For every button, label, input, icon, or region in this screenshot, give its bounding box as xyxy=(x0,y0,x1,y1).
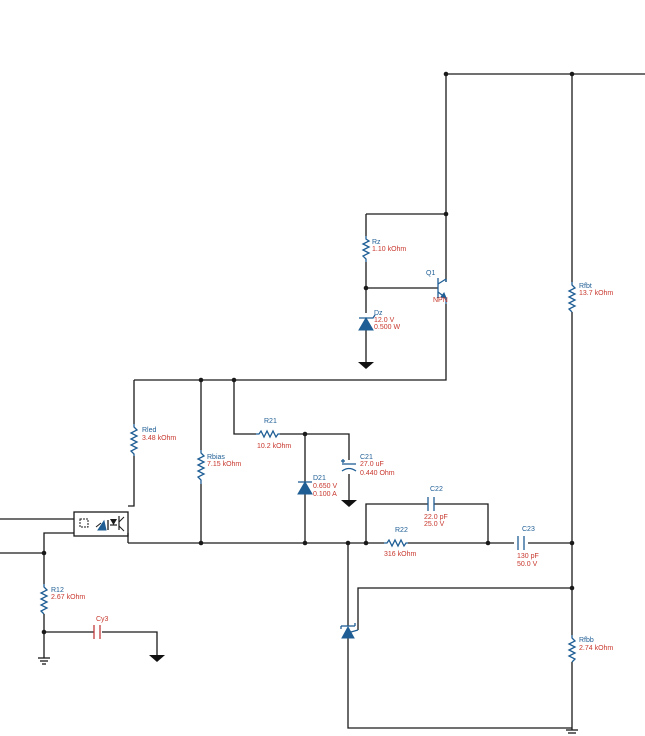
junction-dot xyxy=(363,285,369,291)
c21-value2: 0.440 Ohm xyxy=(360,470,395,477)
c23-value1: 130 pF xyxy=(517,553,539,560)
resistor-rfbb[interactable]: Rfbb 2.74 kOhm xyxy=(567,635,613,663)
rled-value: 3.48 kOhm xyxy=(142,435,176,442)
rz-value: 1.10 kOhm xyxy=(372,246,406,253)
junction-dot xyxy=(302,540,308,546)
transistor-q1[interactable]: Q1 NPN xyxy=(426,270,448,304)
resistor-r21[interactable]: R21 10.2 kOhm xyxy=(256,418,291,450)
q1-type: NPN xyxy=(433,297,448,304)
resistor-rfbt[interactable]: Rfbt 13.7 kOhm xyxy=(567,282,613,313)
c22-name: C22 xyxy=(430,486,443,493)
ground-icon xyxy=(358,362,374,369)
d21-name: D21 xyxy=(313,475,326,482)
rfbt-value: 13.7 kOhm xyxy=(579,290,613,297)
rbias-name: Rbias xyxy=(207,454,225,461)
junction-dots xyxy=(41,71,575,635)
c23-name: C23 xyxy=(522,526,535,533)
rbias-value: 7.15 kOhm xyxy=(207,461,241,468)
ground-icon xyxy=(341,500,357,507)
capacitor-c22[interactable]: C22 22.0 pF 25.0 V xyxy=(424,486,448,528)
ground-icon xyxy=(149,655,165,662)
dz-value2: 0.500 W xyxy=(374,324,400,331)
rfbb-value: 2.74 kOhm xyxy=(579,645,613,652)
r21-value: 10.2 kOhm xyxy=(257,443,291,450)
junction-dot xyxy=(41,550,47,556)
c21-name: C21 xyxy=(360,454,373,461)
junction-dot xyxy=(569,585,575,591)
junction-dot xyxy=(345,540,351,546)
wire-opto-in-bottom xyxy=(0,532,74,554)
junction-dot xyxy=(198,377,204,383)
resistor-rled[interactable]: Rled 3.48 kOhm xyxy=(129,424,176,456)
c21-value1: 27.0 uF xyxy=(360,461,384,468)
optocoupler[interactable] xyxy=(73,511,129,537)
wires xyxy=(0,73,645,730)
rfbb-name: Rfbb xyxy=(579,637,594,644)
ground-icon xyxy=(566,729,578,734)
junction-dot xyxy=(231,377,237,383)
zener-dz[interactable]: Dz 12.0 V 0.500 W xyxy=(358,310,400,331)
c22-value2: 25.0 V xyxy=(424,521,445,528)
resistor-rbias[interactable]: Rbias 7.15 kOhm xyxy=(196,450,241,484)
resistor-rz[interactable]: Rz 1.10 kOhm xyxy=(361,236,406,262)
r12-value: 2.67 kOhm xyxy=(51,594,85,601)
capacitor-c23[interactable]: C23 130 pF 50.0 V xyxy=(517,526,539,568)
junction-dot xyxy=(363,540,369,546)
wire-cy3 xyxy=(44,631,158,655)
junction-dot xyxy=(569,540,575,546)
dz-name: Dz xyxy=(374,310,383,317)
wire-tl431-top xyxy=(357,587,572,630)
dz-value1: 12.0 V xyxy=(374,317,395,324)
optocoupler-body xyxy=(73,511,129,537)
junction-dot xyxy=(41,629,47,635)
rled-name: Rled xyxy=(142,427,157,434)
diode-d21[interactable]: D21 0.650 V 0.100 A xyxy=(297,475,337,498)
c22-value1: 22.0 pF xyxy=(424,514,448,521)
rz-name: Rz xyxy=(372,239,381,246)
r21-name: R21 xyxy=(264,418,277,425)
wire-rled xyxy=(128,380,135,507)
junction-dot xyxy=(198,540,204,546)
ground-symbols xyxy=(38,362,578,734)
cy3-name: Cy3 xyxy=(96,616,109,623)
c23-value2: 50.0 V xyxy=(517,561,538,568)
r22-name: R22 xyxy=(395,527,408,534)
d21-value2: 0.100 A xyxy=(313,491,337,498)
d21-value1: 0.650 V xyxy=(313,483,337,490)
q1-name: Q1 xyxy=(426,270,435,277)
wire-q1-emitter xyxy=(134,304,447,381)
junction-dot xyxy=(485,540,491,546)
capacitor-cy3[interactable]: Cy3 xyxy=(93,616,109,639)
chassis-ground-icon xyxy=(38,657,50,665)
wire-c22-loop xyxy=(365,503,489,543)
junction-dot xyxy=(443,71,449,77)
resistor-r12[interactable]: R12 2.67 kOhm xyxy=(39,584,85,615)
resistor-r22[interactable]: R22 316 kOhm xyxy=(384,527,416,558)
capacitor-c21[interactable]: C21 27.0 uF 0.440 Ohm xyxy=(341,454,395,477)
junction-dot xyxy=(443,211,449,217)
junction-dot xyxy=(302,431,308,437)
shunt-regulator-tl431[interactable] xyxy=(340,623,359,639)
junction-dot xyxy=(569,71,575,77)
wire-tl431-anode xyxy=(347,638,572,729)
r12-name: R12 xyxy=(51,587,64,594)
r22-value: 316 kOhm xyxy=(384,551,416,558)
wire-r21-node xyxy=(233,380,350,460)
rfbt-name: Rfbt xyxy=(579,283,592,290)
